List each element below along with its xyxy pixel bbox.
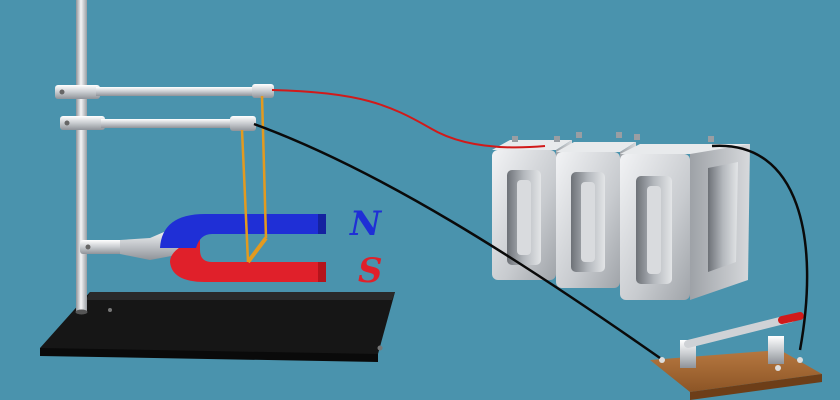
north-pole-label: N	[349, 204, 383, 244]
black-wire-switch	[253, 122, 661, 360]
wires	[253, 89, 809, 360]
south-pole-label: S	[358, 251, 383, 291]
black-wire-battery	[711, 144, 809, 351]
stand-base	[40, 292, 395, 362]
copper-swing	[240, 95, 268, 264]
middle-clamp	[60, 116, 256, 131]
stand-rod	[75, 0, 88, 315]
battery-cell	[620, 134, 750, 300]
red-wire	[271, 89, 546, 149]
horseshoe-magnet	[160, 214, 326, 282]
upper-clamp	[55, 84, 274, 99]
knife-switch	[650, 312, 822, 400]
battery-pack	[492, 132, 750, 300]
